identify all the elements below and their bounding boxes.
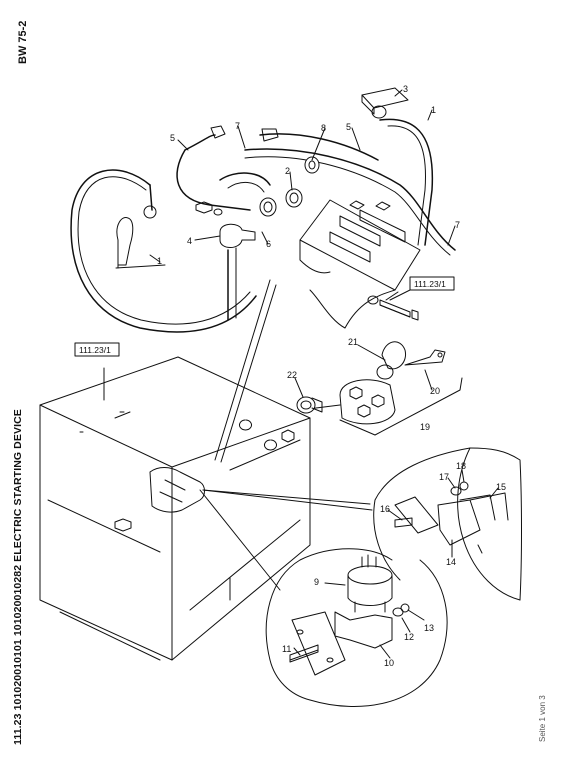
part-label-8: 8 <box>321 123 326 133</box>
part-label-5: 5 <box>170 133 175 143</box>
reference-box-top <box>409 276 455 291</box>
part-label-12: 12 <box>404 632 414 642</box>
part-label-5: 5 <box>346 122 351 132</box>
part-label-7: 7 <box>455 220 460 230</box>
part-label-10: 10 <box>384 658 394 668</box>
part-label-1: 1 <box>157 256 162 266</box>
part-label-18: 18 <box>456 461 466 471</box>
part-label-20: 20 <box>430 386 440 396</box>
part-label-11: 11 <box>282 644 291 654</box>
battery-box <box>39 356 311 661</box>
reference-box-left <box>74 342 120 357</box>
ignition-switch-group <box>296 341 463 436</box>
part-label-7: 7 <box>235 121 240 131</box>
part-label-19: 19 <box>420 422 430 432</box>
part-label-15: 15 <box>496 482 506 492</box>
cable-harness <box>70 87 456 463</box>
part-label-2: 2 <box>285 166 290 176</box>
part-label-9: 9 <box>314 577 319 587</box>
part-label-21: 21 <box>348 337 358 347</box>
part-label-1: 1 <box>431 105 436 115</box>
part-label-3: 3 <box>403 84 408 94</box>
reference-top: 111.23/1 <box>414 279 446 289</box>
part-label-17: 17 <box>439 472 449 482</box>
part-label-16: 16 <box>380 504 390 514</box>
part-label-13: 13 <box>424 623 434 633</box>
relay-detail-callout <box>202 447 522 601</box>
part-label-22: 22 <box>287 370 297 380</box>
part-label-6: 6 <box>266 239 271 249</box>
switch-detail-callout <box>199 489 448 707</box>
reference-left: 111.23/1 <box>79 345 111 355</box>
part-label-4: 4 <box>187 236 192 246</box>
leader-lines <box>103 89 499 659</box>
part-label-14: 14 <box>446 557 456 567</box>
part-labels: 3 1 7 8 5 5 2 4 6 7 1 21 22 20 19 17 18 … <box>157 84 506 668</box>
